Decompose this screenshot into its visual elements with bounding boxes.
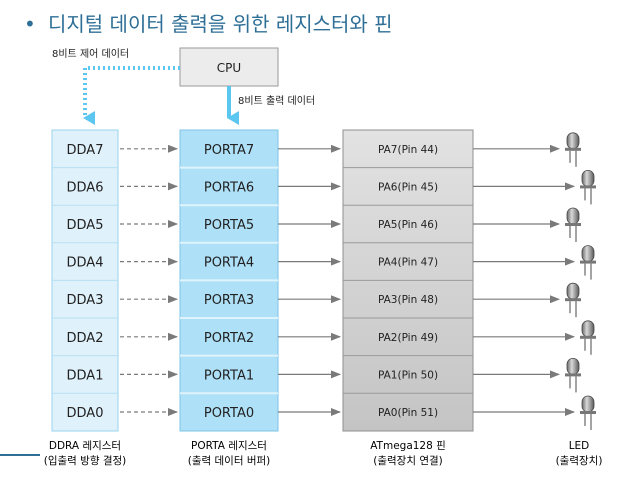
ddr-caption-2: (입출력 방향 결정): [44, 454, 127, 467]
control-data-path: [83, 66, 180, 125]
led-base: [580, 335, 596, 339]
ddr-cell-label: DDA2: [67, 331, 104, 346]
pin-cell-label: PA3(Pin 48): [378, 294, 438, 306]
port-cell-label: PORTA0: [204, 406, 254, 421]
ddr-cell-label: DDA0: [67, 406, 104, 421]
port-cell-label: PORTA6: [204, 180, 254, 195]
output-data-label: 8비트 출력 데이터: [238, 95, 315, 107]
pin-caption-1: ATmega128 핀: [370, 440, 446, 452]
led-icon: [566, 282, 580, 300]
port-cell-label: PORTA5: [204, 218, 254, 233]
cpu-label: CPU: [217, 61, 241, 75]
ddr-cell-label: DDA4: [67, 256, 104, 271]
led-icon: [581, 320, 595, 338]
ddr-cell-label: DDA6: [67, 180, 104, 195]
title-bullet: •: [24, 12, 36, 36]
title-text: 디지털 데이터 출력을 위한 레지스터와 핀: [48, 12, 393, 36]
pin-cell-label: PA4(Pin 47): [378, 257, 438, 269]
pin-cell-label: PA5(Pin 46): [378, 219, 438, 231]
led-icon: [581, 395, 595, 413]
pin-cell-label: PA0(Pin 51): [378, 407, 438, 419]
led-base: [565, 223, 581, 226]
led-icon: [566, 132, 580, 150]
led-icon: [581, 245, 595, 263]
ddr-cell-label: DDA3: [67, 293, 104, 308]
ddr-caption-1: DDRA 레지스터: [49, 440, 121, 452]
led-base: [565, 147, 581, 151]
cpu-box: [179, 47, 279, 87]
ddr-cell-label: DDA7: [67, 143, 104, 158]
ddr-cell-label: DDA5: [67, 218, 104, 233]
port-caption-1: PORTA 레지스터: [191, 440, 267, 452]
led-icon: [581, 169, 595, 187]
control-data-label: 8비트 제어 데이터: [52, 48, 129, 60]
port-cell-label: PORTA4: [204, 256, 254, 271]
ddr-cell-label: DDA1: [67, 368, 104, 383]
led-base: [580, 411, 596, 414]
led-caption-1: LED: [569, 440, 590, 452]
led-icon: [566, 207, 580, 225]
led-base: [565, 373, 581, 377]
slide-title: • 디지털 데이터 출력을 위한 레지스터와 핀: [24, 8, 393, 37]
pin-cell-label: PA1(Pin 50): [378, 369, 438, 381]
pin-caption-2: (출력장치 연결): [373, 455, 443, 467]
port-caption-2: (출력 데이터 버퍼): [188, 455, 271, 467]
led-base: [580, 185, 596, 189]
port-cell-label: PORTA1: [204, 368, 254, 383]
led-caption-2: (출력장치): [556, 455, 603, 467]
port-cell-label: PORTA3: [204, 293, 254, 308]
pin-cell-label: PA2(Pin 49): [378, 332, 438, 344]
pin-cell-label: PA7(Pin 44): [378, 144, 438, 156]
led-base: [580, 260, 596, 264]
led-icon: [566, 357, 580, 375]
led-base: [565, 298, 581, 302]
port-cell-label: PORTA7: [204, 143, 254, 158]
pin-cell-label: PA6(Pin 45): [378, 181, 438, 193]
port-cell-label: PORTA2: [204, 331, 254, 346]
